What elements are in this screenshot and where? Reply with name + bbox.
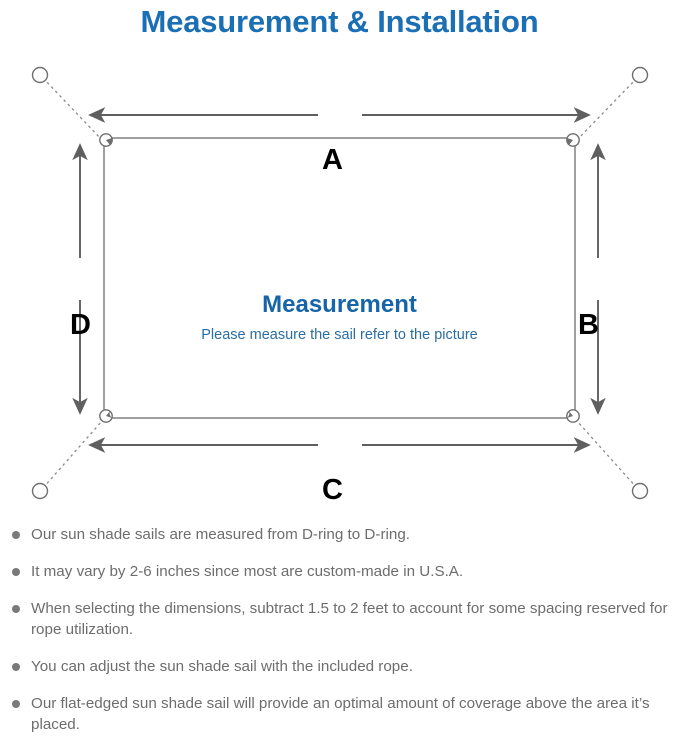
anchor-point-bottom-left [31, 482, 49, 500]
notes-list: Our sun shade sails are measured from D-… [0, 524, 679, 751]
anchor-point-top-right [631, 66, 649, 84]
list-item: You can adjust the sun shade sail with t… [0, 656, 679, 677]
d-ring-wedge-bottom-left [106, 411, 112, 418]
sail-subtext: Please measure the sail refer to the pic… [201, 327, 478, 343]
shade-sail-body [103, 137, 576, 419]
sail-measurement-diagram: Measurement Please measure the sail refe… [0, 48, 679, 513]
anchor-points [31, 66, 649, 500]
dimension-label-b: B [578, 309, 599, 341]
note-text: Our sun shade sails are measured from D-… [31, 526, 410, 543]
list-item: Our flat-edged sun shade sail will provi… [0, 693, 679, 735]
rope-lines [42, 77, 638, 489]
sail-heading: Measurement [262, 291, 417, 318]
bullet-icon [12, 700, 20, 708]
bullet-icon [12, 531, 20, 539]
note-text: Our flat-edged sun shade sail will provi… [31, 695, 650, 733]
d-rings [99, 133, 580, 423]
rope-top-left [42, 77, 103, 141]
list-item: It may vary by 2-6 inches since most are… [0, 561, 679, 582]
rope-bottom-left [42, 420, 103, 489]
page-title: Measurement & Installation [140, 4, 539, 39]
bullet-icon [12, 663, 20, 671]
dimension-label-d: D [70, 309, 91, 341]
bullet-icon [12, 605, 20, 613]
note-text: It may vary by 2-6 inches since most are… [31, 563, 464, 580]
dimension-arrows [72, 107, 606, 453]
note-text: You can adjust the sun shade sail with t… [31, 658, 413, 675]
dimension-label-c: C [322, 474, 343, 506]
list-item: When selecting the dimensions, subtract … [0, 598, 679, 640]
anchor-point-bottom-right [631, 482, 649, 500]
d-ring-wedge-top-left [106, 138, 113, 145]
dimension-label-a: A [322, 144, 343, 176]
rope-bottom-right [576, 420, 638, 489]
list-item: Our sun shade sails are measured from D-… [0, 524, 679, 545]
diagram-canvas [31, 66, 649, 500]
bullet-icon [12, 568, 20, 576]
rope-top-right [576, 77, 638, 141]
anchor-point-top-left [31, 66, 49, 84]
d-ring-wedge-top-right [566, 138, 573, 145]
note-text: When selecting the dimensions, subtract … [31, 600, 668, 638]
d-ring-wedge-bottom-right [567, 411, 573, 418]
